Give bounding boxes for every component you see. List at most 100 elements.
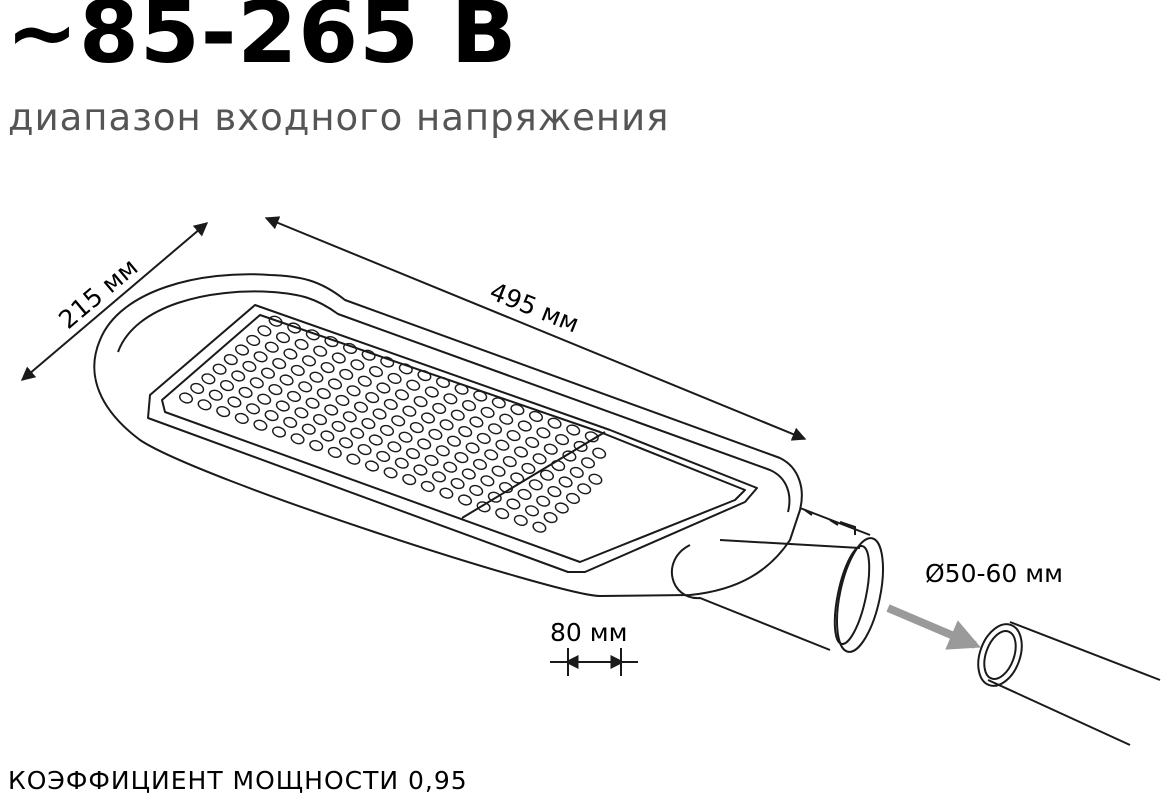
led-dot xyxy=(201,373,216,385)
led-dot xyxy=(398,431,413,443)
led-dot xyxy=(257,325,272,337)
led-dot xyxy=(365,392,380,404)
led-dot xyxy=(461,468,476,480)
led-dot xyxy=(495,508,510,520)
led-dot xyxy=(234,412,249,424)
led-dot xyxy=(383,398,398,410)
led-dot xyxy=(439,487,454,499)
led-dot xyxy=(424,454,439,466)
led-dot xyxy=(528,479,543,491)
led-dot xyxy=(536,495,551,507)
led-dot xyxy=(361,418,376,430)
width-dimension-line xyxy=(20,222,209,381)
led-dot xyxy=(454,452,469,464)
led-dot xyxy=(565,492,581,504)
led-dot xyxy=(450,478,465,490)
led-dot xyxy=(339,368,354,380)
led-dot xyxy=(290,364,305,376)
mount-bracket xyxy=(671,507,884,653)
led-dot xyxy=(491,465,506,477)
led-dot xyxy=(275,332,291,344)
led-dot xyxy=(357,375,372,387)
led-dot xyxy=(320,430,335,442)
led-dot xyxy=(498,482,514,494)
led-dot xyxy=(331,420,346,432)
led-dot xyxy=(443,461,458,473)
led-dot xyxy=(406,379,421,391)
led-dot xyxy=(510,472,525,484)
led-dot xyxy=(592,447,607,459)
led-dot xyxy=(532,521,547,533)
led-dot xyxy=(219,380,235,392)
led-dot xyxy=(353,401,369,413)
voltage-subtitle: диапазон входного напряжения xyxy=(8,96,670,139)
led-dot xyxy=(446,435,462,447)
led-dot xyxy=(368,434,383,446)
led-dot xyxy=(383,467,398,479)
led-dot xyxy=(435,376,451,388)
led-dot xyxy=(472,458,488,470)
led-dot xyxy=(417,370,432,382)
led-dot xyxy=(364,460,380,472)
led-dot xyxy=(469,416,484,428)
insertion-arrow xyxy=(886,604,981,650)
length-dimension-line xyxy=(264,216,807,441)
led-dot xyxy=(327,446,342,458)
led-dot xyxy=(305,397,320,409)
led-dot xyxy=(428,428,443,440)
led-dot xyxy=(231,370,246,382)
led-dot xyxy=(275,400,290,412)
led-dot xyxy=(502,456,517,468)
led-dot xyxy=(554,434,570,446)
led-dot xyxy=(402,405,417,417)
led-dot xyxy=(234,344,250,356)
led-dot xyxy=(409,422,424,434)
led-dot xyxy=(588,473,603,485)
led-dot xyxy=(190,382,205,394)
led-dot xyxy=(457,494,473,506)
mount-dimension xyxy=(550,648,638,676)
led-dot xyxy=(420,412,436,424)
led-dot xyxy=(346,385,361,397)
led-dot xyxy=(346,453,361,465)
led-dot xyxy=(312,414,328,426)
led-dot xyxy=(294,338,309,350)
led-dot xyxy=(350,427,365,439)
led-dot xyxy=(271,426,287,438)
led-dot xyxy=(327,378,343,390)
led-dot xyxy=(264,341,279,353)
power-factor-footer: КОЭФФИЦИЕНТ МОЩНОСТИ 0,95 xyxy=(8,766,468,795)
led-dot xyxy=(543,512,558,524)
led-dot xyxy=(473,390,488,402)
led-dot xyxy=(313,345,328,357)
led-dot xyxy=(249,377,264,389)
led-dot xyxy=(253,351,268,363)
led-dot xyxy=(536,427,551,439)
led-dot xyxy=(413,464,428,476)
led-dot xyxy=(554,502,569,514)
led-dot xyxy=(476,432,491,444)
led-dot xyxy=(484,449,499,461)
led-dot xyxy=(335,394,350,406)
led-dot xyxy=(290,433,305,445)
led-dot xyxy=(439,419,454,431)
led-dot xyxy=(223,354,238,366)
led-dot xyxy=(521,462,536,474)
led-dot xyxy=(577,483,592,495)
led-dot xyxy=(283,348,298,360)
led-dot xyxy=(294,407,309,419)
led-dot xyxy=(431,471,447,483)
led-dot xyxy=(286,390,302,402)
led-dot xyxy=(580,457,596,469)
led-dot xyxy=(432,402,447,414)
led-dot xyxy=(461,400,477,412)
led-dot xyxy=(242,360,257,372)
led-dot xyxy=(197,399,212,411)
led-dot xyxy=(476,501,491,513)
led-dot xyxy=(513,514,528,526)
led-dot xyxy=(487,491,502,503)
led-dot xyxy=(208,389,223,401)
led-dot xyxy=(495,439,510,451)
led-dot xyxy=(376,382,391,394)
